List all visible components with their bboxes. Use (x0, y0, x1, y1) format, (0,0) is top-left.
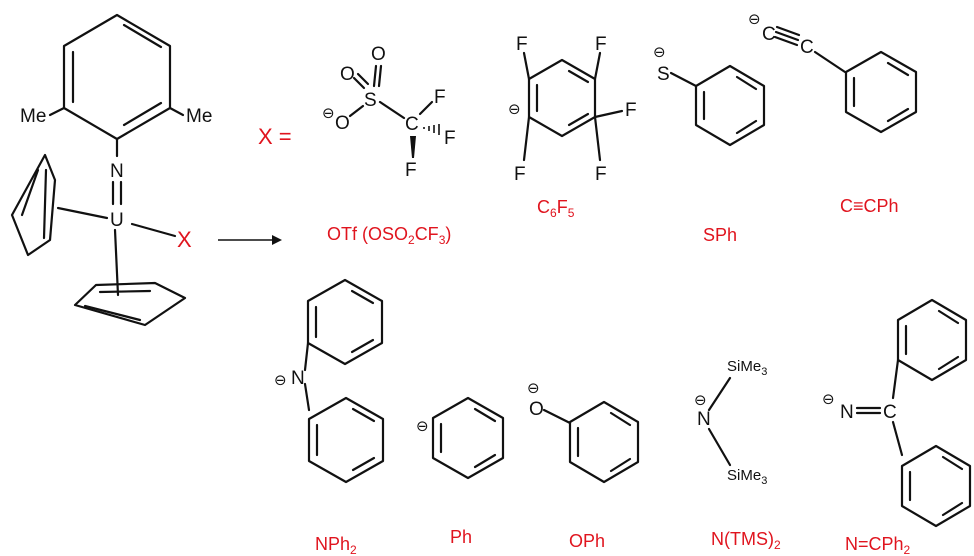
svg-text:F: F (625, 100, 637, 121)
ph-label: Ph (450, 527, 472, 547)
svg-text:N: N (840, 402, 854, 423)
svg-text:⊖: ⊖ (822, 390, 835, 408)
phenoxide-structure: ⊖ O (527, 379, 640, 484)
ccph-label: C≡CPh (840, 196, 899, 216)
svg-text:F: F (516, 34, 528, 55)
oph-label: OPh (569, 531, 605, 551)
svg-text:F: F (405, 160, 417, 181)
cp-ring-top (10, 153, 57, 257)
svg-text:S: S (657, 64, 670, 85)
hashed-wedge (423, 124, 440, 135)
bis-trimethylsilylamide-structure: SiMe3 ⊖ N SiMe3 (694, 358, 767, 487)
svg-text:⊖: ⊖ (416, 417, 429, 435)
svg-text:F: F (595, 34, 607, 55)
svg-text:C: C (883, 402, 897, 423)
phenyl-structure: ⊖ (416, 396, 505, 480)
cp-ring-bottom (73, 281, 187, 327)
nph2-label: NPh2 (315, 534, 357, 556)
svg-text:O: O (335, 113, 350, 134)
svg-text:SiMe3: SiMe3 (727, 467, 767, 487)
svg-text:⊖: ⊖ (508, 100, 521, 118)
triflate-structure: O O S O ⊖ C F F F (322, 44, 456, 181)
methyl-left-label: Me (20, 106, 46, 127)
svg-text:⊖: ⊖ (653, 43, 666, 61)
aryl-ring (62, 13, 172, 141)
svg-text:⊖: ⊖ (527, 379, 540, 397)
reaction-arrow (218, 235, 282, 245)
svg-text:SiMe3: SiMe3 (727, 358, 767, 378)
thiophenolate-structure: S ⊖ (653, 43, 766, 147)
svg-text:F: F (444, 128, 456, 149)
phenylacetylide-structure: ⊖ C C (748, 10, 918, 134)
diphenylamide-structure: ⊖ N (274, 278, 385, 484)
sulfur-atom: S (364, 90, 377, 111)
svg-text:C: C (405, 114, 419, 135)
ncph2-label: N=CPh2 (845, 534, 911, 556)
svg-text:⊖: ⊖ (274, 371, 287, 389)
ntms2-label: N(TMS)2 (711, 529, 781, 552)
svg-text:F: F (514, 164, 526, 185)
uranium-atom: U (110, 210, 124, 231)
diphenylketimide-structure: ⊖ N C (822, 298, 972, 528)
svg-text:F: F (434, 87, 446, 108)
svg-text:C: C (800, 37, 814, 58)
c6f5-label: C6F5 (537, 197, 575, 220)
x-ligand-label: X (177, 227, 192, 252)
svg-text:N: N (291, 368, 305, 389)
svg-text:O: O (340, 64, 355, 85)
svg-text:⊖: ⊖ (322, 104, 335, 122)
otf-label: OTf (OSO2CF3) (327, 224, 451, 247)
svg-text:⊖: ⊖ (694, 391, 707, 409)
pentafluorophenyl-structure: F F F F F ⊖ (508, 34, 637, 185)
svg-text:⊖: ⊖ (748, 10, 761, 28)
solid-wedge (410, 136, 416, 158)
imido-nitrogen: N (110, 161, 124, 182)
svg-text:C: C (762, 24, 776, 45)
svg-text:O: O (371, 44, 386, 65)
x-equals-label: X = (258, 124, 292, 149)
svg-text:O: O (529, 399, 544, 420)
svg-text:F: F (595, 164, 607, 185)
uranium-complex: Me Me N U X (10, 13, 212, 327)
svg-text:N: N (697, 409, 711, 430)
sph-label: SPh (703, 225, 737, 245)
methyl-right-label: Me (186, 106, 212, 127)
